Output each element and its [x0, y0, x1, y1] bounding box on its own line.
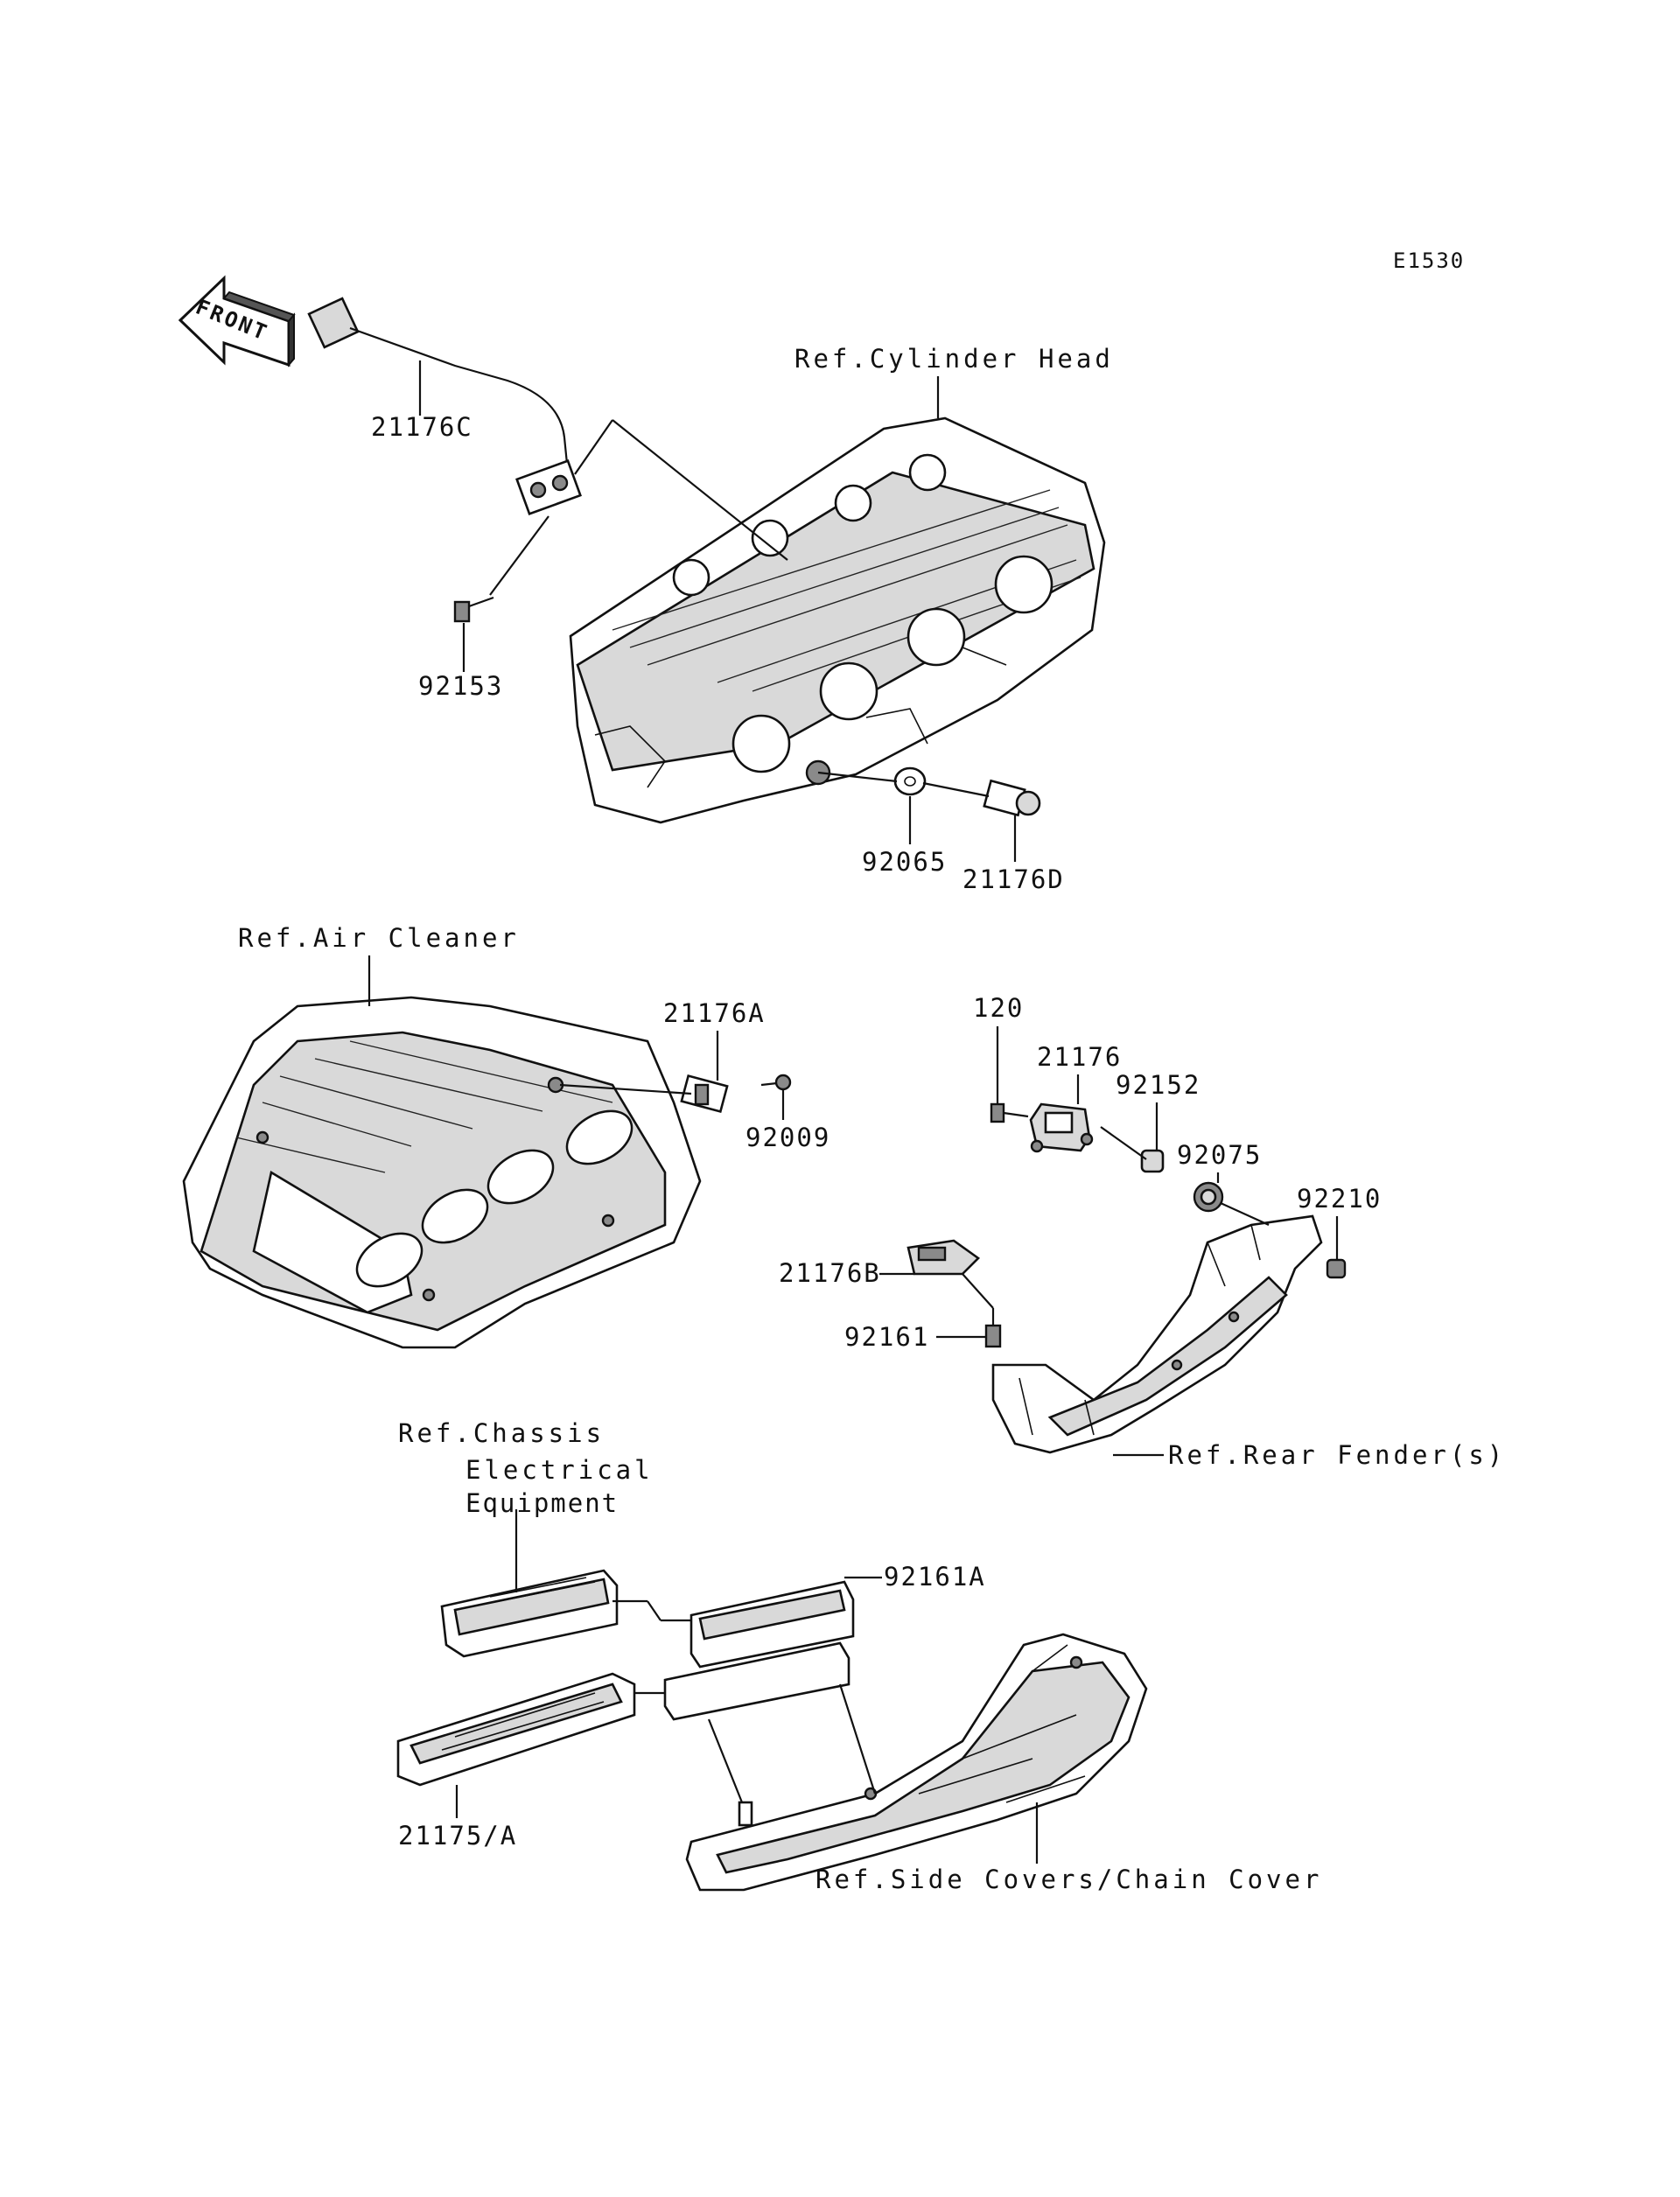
nut-92152 [1140, 1149, 1165, 1173]
ref-chassis-electrical-line2: Electrical [466, 1455, 654, 1485]
leader-lines-right [879, 1026, 1339, 1457]
bolt-120 [990, 1102, 1029, 1123]
label-92153: 92153 [418, 671, 503, 701]
sensor-21176B [906, 1239, 981, 1276]
air-cleaner [182, 996, 702, 1349]
label-92152: 92152 [1116, 1070, 1200, 1100]
labels: Ref.Cylinder Head 21176C 92153 92065 211… [238, 344, 1506, 1894]
ecu-upper-left [440, 1569, 619, 1658]
label-21176B: 21176B [779, 1258, 881, 1288]
ref-air-cleaner: Ref.Air Cleaner [238, 923, 520, 953]
rear-fender-bracket [991, 1214, 1323, 1454]
sensor-21176 [1029, 1102, 1094, 1153]
label-92075: 92075 [1177, 1140, 1262, 1170]
leader-lines-top [418, 360, 1017, 862]
label-120: 120 [973, 993, 1024, 1023]
ecu-21175A [396, 1672, 636, 1787]
label-21176A: 21176A [663, 998, 766, 1028]
ref-rear-fender: Ref.Rear Fender(s) [1168, 1440, 1506, 1470]
bolt-92153 [453, 596, 494, 623]
side-cover [685, 1633, 1148, 1892]
label-92161A: 92161A [884, 1562, 986, 1592]
ecu-92161A [663, 1580, 855, 1721]
label-21176C: 21176C [371, 412, 473, 442]
label-92210: 92210 [1297, 1184, 1382, 1214]
sensor-21176D [983, 779, 1041, 817]
front-arrow-icon: FRONT [178, 275, 296, 367]
sensor-21176C [307, 297, 582, 516]
leader-lines-air-cleaner [368, 955, 785, 1120]
nut-92210 [1326, 1258, 1347, 1279]
label-21175A: 21175/A [398, 1821, 517, 1851]
cylinder-head [569, 416, 1106, 824]
bolt-92161 [984, 1308, 1002, 1348]
sensor-21176A [680, 1074, 729, 1114]
leader-lines-bottom [455, 1509, 1039, 1864]
washer-92065 [893, 766, 927, 796]
ref-chassis-electrical-line3: Equipment [466, 1488, 619, 1518]
grommet-92075 [1193, 1181, 1224, 1213]
label-92161: 92161 [844, 1322, 929, 1352]
diagram-code: E1530 [1393, 248, 1465, 273]
ref-cylinder-head: Ref.Cylinder Head [794, 344, 1114, 374]
label-21176D: 21176D [962, 864, 1065, 894]
ref-side-covers: Ref.Side Covers/Chain Cover [816, 1865, 1322, 1894]
label-21176: 21176 [1037, 1042, 1122, 1072]
ref-chassis-electrical-line1: Ref.Chassis [398, 1418, 605, 1448]
screw-92009 [760, 1074, 792, 1091]
label-92009: 92009 [746, 1123, 830, 1152]
label-92065: 92065 [862, 847, 947, 877]
